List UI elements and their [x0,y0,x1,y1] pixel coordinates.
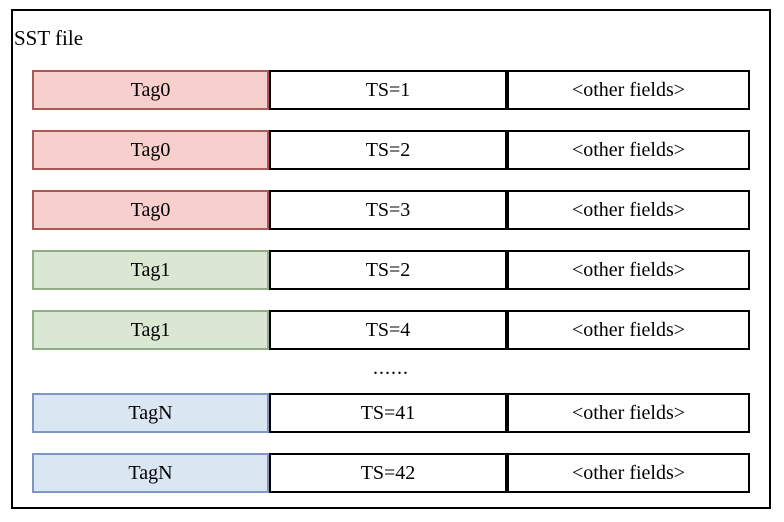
tag-cell: TagN [32,393,269,433]
tag-cell: Tag1 [32,310,269,350]
sst-file-box: SST file Tag0 TS=1 <other fields> Tag0 T… [11,9,771,509]
tag-cell: Tag1 [32,250,269,290]
record-row: TagN TS=42 <other fields> [32,453,750,493]
ts-cell: TS=2 [269,250,507,290]
other-fields-cell: <other fields> [507,70,750,110]
ts-cell: TS=2 [269,130,507,170]
tag-cell: Tag0 [32,70,269,110]
tag-cell: Tag0 [32,130,269,170]
other-fields-cell: <other fields> [507,393,750,433]
record-row: TagN TS=41 <other fields> [32,393,750,433]
other-fields-cell: <other fields> [507,130,750,170]
other-fields-cell: <other fields> [507,310,750,350]
records: Tag0 TS=1 <other fields> Tag0 TS=2 <othe… [32,70,750,513]
record-row: Tag1 TS=2 <other fields> [32,250,750,290]
ts-cell: TS=4 [269,310,507,350]
record-row: Tag1 TS=4 <other fields> [32,310,750,350]
record-row: Tag0 TS=2 <other fields> [32,130,750,170]
tag-cell: TagN [32,453,269,493]
other-fields-cell: <other fields> [507,190,750,230]
ellipsis: ...... [373,357,409,379]
ts-cell: TS=1 [269,70,507,110]
other-fields-cell: <other fields> [507,453,750,493]
ts-cell: TS=3 [269,190,507,230]
ts-cell: TS=42 [269,453,507,493]
ts-cell: TS=41 [269,393,507,433]
other-fields-cell: <other fields> [507,250,750,290]
sst-file-label: SST file [14,26,84,50]
record-row: Tag0 TS=3 <other fields> [32,190,750,230]
tag-cell: Tag0 [32,190,269,230]
record-row: Tag0 TS=1 <other fields> [32,70,750,110]
